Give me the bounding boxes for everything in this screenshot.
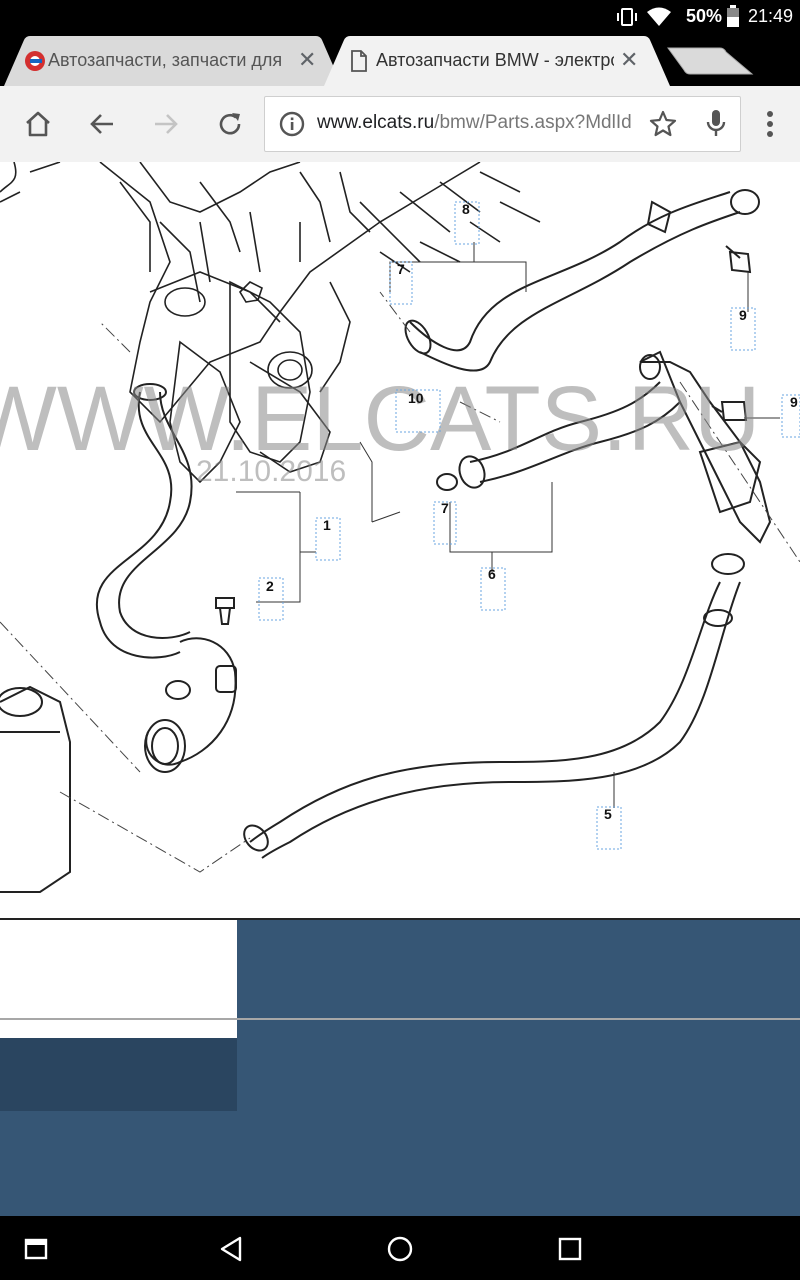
leader-lines <box>236 242 780 808</box>
callout-10[interactable]: 10 <box>408 390 424 406</box>
callout-2[interactable]: 2 <box>266 578 274 594</box>
status-bar: 50% 21:49 <box>0 0 800 34</box>
nav-home-icon[interactable] <box>386 1235 414 1263</box>
more-vert-icon[interactable] <box>758 110 782 138</box>
url-text[interactable]: www.elcats.ru/bmw/Parts.aspx?MdlId <box>317 112 637 134</box>
callout-5[interactable]: 5 <box>604 806 612 822</box>
dashed-guides <box>0 291 800 873</box>
tab-title: Автозапчасти, запчасти для ин <box>48 50 288 70</box>
close-tab-icon[interactable]: ✕ <box>620 48 639 73</box>
tab-bmw-parts[interactable]: Автозапчасти BMW - электронн ✕ <box>330 36 660 84</box>
reload-icon[interactable] <box>216 110 244 138</box>
callout-9-top[interactable]: 9 <box>739 307 747 323</box>
nav-back-icon[interactable] <box>218 1236 244 1262</box>
browser-toolbar: www.elcats.ru/bmw/Parts.aspx?MdlId <box>0 86 800 163</box>
microphone-icon[interactable] <box>704 108 728 140</box>
info-icon[interactable] <box>279 111 305 137</box>
recent-apps-icon[interactable] <box>24 1238 48 1260</box>
url-host: www.elcats.ru <box>317 112 435 133</box>
back-icon[interactable] <box>88 110 116 138</box>
page-icon <box>351 50 367 72</box>
page-content: WWW.ELCATS.RU 21.10.2016 8 7 9 10 9 1 7 … <box>0 162 800 1216</box>
elcats-logo-icon <box>25 51 45 71</box>
hose-drawings <box>0 189 772 893</box>
address-bar[interactable]: www.elcats.ru/bmw/Parts.aspx?MdlId <box>264 96 741 152</box>
forward-icon[interactable] <box>152 110 180 138</box>
navigation-bar <box>0 1216 800 1280</box>
bookmark-star-icon[interactable] <box>649 110 677 138</box>
battery-icon <box>727 5 739 27</box>
clock: 21:49 <box>748 6 794 26</box>
close-tab-icon[interactable]: ✕ <box>298 48 317 73</box>
blue-panel <box>237 920 800 1216</box>
callout-hitboxes <box>258 201 800 850</box>
tab-strip: Автозапчасти, запчасти для ин ✕ Автозапч… <box>0 34 800 86</box>
home-icon[interactable] <box>24 110 52 138</box>
engine-block-drawing <box>0 162 541 484</box>
tab-shapes <box>4 36 754 86</box>
vibrate-icon <box>617 8 637 26</box>
date-stamp: 21.10.2016 <box>196 455 346 488</box>
overview-icon[interactable] <box>558 1237 582 1261</box>
callout-8[interactable]: 8 <box>462 201 470 217</box>
battery-percent: 50% <box>686 6 723 26</box>
tab-elcats[interactable]: Автозапчасти, запчасти для ин ✕ <box>0 36 330 84</box>
callout-7-bottom[interactable]: 7 <box>441 500 449 516</box>
dark-panel-strip <box>0 1038 237 1111</box>
callout-7-top[interactable]: 7 <box>397 261 405 277</box>
url-path: /bmw/Parts.aspx?MdlId <box>434 112 632 133</box>
callout-6[interactable]: 6 <box>488 566 496 582</box>
wifi-icon <box>647 7 671 26</box>
watermark-text: WWW.ELCATS.RU <box>0 368 761 470</box>
tab-title: Автозапчасти BMW - электронн <box>376 50 614 70</box>
callout-1[interactable]: 1 <box>323 517 331 533</box>
callout-9-right[interactable]: 9 <box>790 394 798 410</box>
parts-diagram[interactable]: WWW.ELCATS.RU 21.10.2016 8 7 9 10 9 1 7 … <box>0 162 800 1216</box>
